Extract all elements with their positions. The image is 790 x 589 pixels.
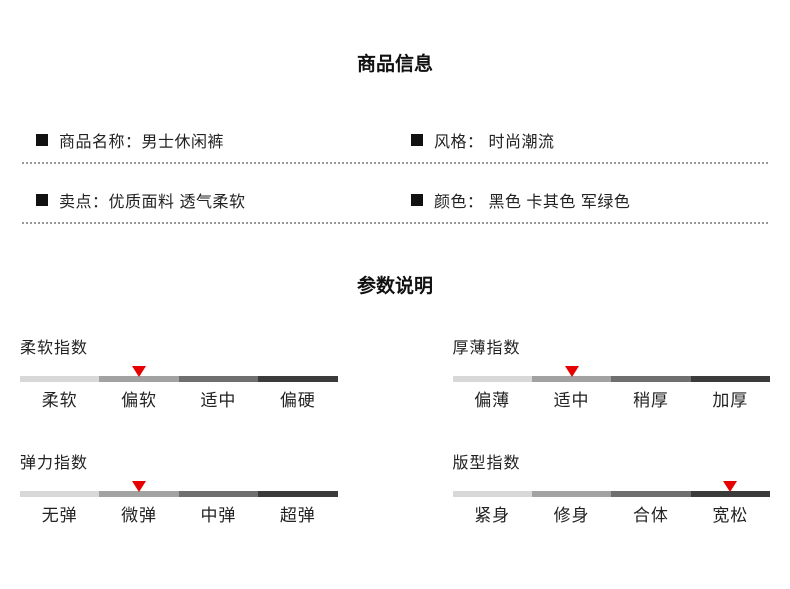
slider-bar	[20, 366, 338, 382]
slider-name: 柔软指数	[20, 340, 89, 357]
slider-name: 版型指数	[452, 455, 521, 472]
bullet-square-icon	[411, 134, 423, 146]
info-cell-right: 颜色： 黑色 卡其色 军绿色	[393, 188, 768, 212]
slider-segment-2	[531, 491, 612, 497]
info-cell-right: 风格： 时尚潮流	[393, 128, 768, 152]
params-title: 参数说明	[356, 276, 433, 297]
slider-segment-4	[690, 376, 770, 382]
product-info-table: 商品名称：男士休闲裤 风格： 时尚潮流卖点：优质面料 透气柔软 颜色： 黑色 卡其色…	[22, 104, 768, 224]
slider-level-label: 柔软	[41, 391, 78, 410]
info-text: 风格： 时尚潮流	[434, 134, 555, 151]
slider-segment-1	[452, 376, 532, 382]
slider-level-label: 宽松	[712, 506, 749, 525]
slider-name: 弹力指数	[20, 455, 89, 472]
slider-segment-4	[690, 491, 770, 497]
slider-segment-3	[611, 491, 691, 497]
param-slider: 厚薄指数偏薄 适中 稍厚 加厚	[452, 339, 771, 412]
slider-level-label: 稍厚	[632, 391, 669, 410]
param-slider: 柔软指数柔软 偏软 适中 偏硬	[20, 339, 338, 412]
slider-level-label: 无弹	[41, 506, 78, 525]
slider-level-label: 适中	[553, 391, 590, 410]
info-text: 商品名称：男士休闲裤	[59, 134, 225, 151]
slider-level-label: 偏薄	[474, 391, 511, 410]
slider-segment-2	[99, 376, 179, 382]
slider-bar	[452, 366, 770, 382]
slider-level-label: 超弹	[279, 506, 316, 525]
info-row: 卖点：优质面料 透气柔软 颜色： 黑色 卡其色 军绿色	[22, 164, 768, 224]
slider-segment-1	[452, 491, 532, 497]
slider-level-label: 合体	[632, 506, 669, 525]
slider-bar	[20, 481, 338, 497]
slider-levels: 无弹 微弹 中弹 超弹	[20, 505, 338, 527]
params-sliders: 柔软指数柔软 偏软 适中 偏硬 厚薄指数偏薄 适中 稍厚 加厚弹力指数无弹 微弹 中弹 超弹 版型指数…	[20, 339, 770, 527]
slider-level-label: 偏硬	[279, 391, 316, 410]
slider-levels: 柔软 偏软 适中 偏硬	[20, 390, 338, 412]
slider-marker-triangle-icon	[132, 481, 147, 492]
slider-segment-3	[178, 376, 259, 382]
slider-bar	[452, 481, 770, 497]
slider-segment-3	[178, 491, 259, 497]
slider-levels: 紧身 修身 合体 宽松	[453, 505, 771, 527]
bullet-square-icon	[36, 194, 48, 206]
slider-levels: 偏薄 适中 稍厚 加厚	[453, 390, 771, 412]
slider-segment-1	[20, 491, 100, 497]
slider-name: 厚薄指数	[452, 340, 521, 357]
param-slider: 版型指数紧身 修身 合体 宽松	[452, 454, 771, 527]
bullet-square-icon	[36, 134, 48, 146]
slider-segment-2	[531, 376, 612, 382]
slider-level-label: 紧身	[474, 506, 511, 525]
slider-level-label: 适中	[200, 391, 237, 410]
slider-marker-triangle-icon	[723, 481, 738, 492]
slider-segment-2	[99, 491, 179, 497]
slider-level-label: 微弹	[121, 506, 158, 525]
info-text: 卖点：优质面料 透气柔软	[59, 194, 246, 211]
product-detail-page: { "product_info": { "title": "商品信息", "ro…	[0, 52, 790, 589]
info-cell-left: 卖点：优质面料 透气柔软	[22, 188, 393, 212]
slider-marker-triangle-icon	[564, 366, 579, 377]
slider-marker-triangle-icon	[132, 366, 147, 377]
info-cell-left: 商品名称：男士休闲裤	[22, 128, 393, 152]
info-row: 商品名称：男士休闲裤 风格： 时尚潮流	[22, 104, 768, 164]
slider-segment-4	[258, 376, 338, 382]
param-slider: 弹力指数无弹 微弹 中弹 超弹	[20, 454, 338, 527]
info-text: 颜色： 黑色 卡其色 军绿色	[434, 194, 631, 211]
product-info-title: 商品信息	[356, 54, 433, 75]
slider-level-label: 加厚	[712, 391, 749, 410]
slider-level-label: 偏软	[121, 391, 158, 410]
slider-level-label: 修身	[553, 506, 590, 525]
slider-segment-4	[258, 491, 338, 497]
slider-level-label: 中弹	[200, 506, 237, 525]
slider-segment-1	[20, 376, 100, 382]
slider-segment-3	[611, 376, 691, 382]
bullet-square-icon	[411, 194, 423, 206]
